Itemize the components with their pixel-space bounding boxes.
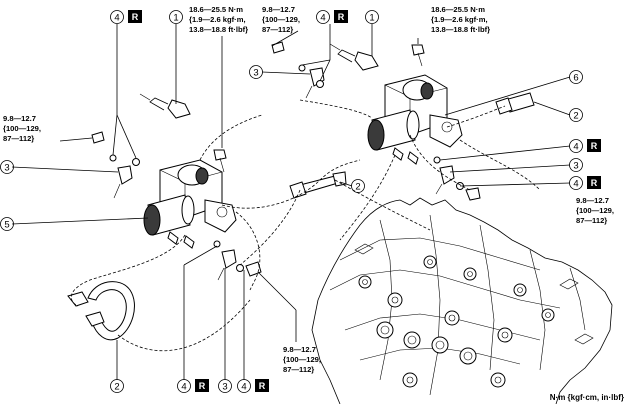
callout-2-center: 2 xyxy=(351,179,365,193)
callout-3-top: 3 xyxy=(249,65,263,79)
replace-mark: R xyxy=(199,381,206,391)
torque-line: 18.6—25.5 N·m xyxy=(189,5,243,14)
callout-4-top-left: 4 R xyxy=(110,10,142,24)
torque-line: 9.8—12.7 xyxy=(283,345,316,354)
callout-number: 2 xyxy=(114,382,119,393)
left-solenoid-assembly xyxy=(143,159,237,249)
torque-line: 87—112} xyxy=(3,134,34,143)
callout-5: 5 xyxy=(0,217,14,231)
callout-number: 2 xyxy=(573,111,578,122)
torque-line: 9.8—12.7 xyxy=(576,196,609,205)
callout-number: 4 xyxy=(573,179,578,190)
right-solenoid-assembly xyxy=(367,74,463,165)
torque-line: 87—112} xyxy=(262,25,293,34)
replace-mark: R xyxy=(338,12,345,22)
callout-number: 4 xyxy=(114,13,119,24)
callout-number: 3 xyxy=(253,68,258,79)
callout-4-top-middle: 4 R xyxy=(316,10,348,24)
torque-line: 87—112} xyxy=(283,365,314,374)
torque-line: 13.8—18.8 ft·lbf} xyxy=(189,25,248,34)
callout-1-right: 1 xyxy=(365,10,379,24)
banjo-fittings xyxy=(91,41,481,281)
pipe-center xyxy=(289,171,347,199)
right-connector-1 xyxy=(329,43,379,71)
torque-line: {1.9—2.6 kgf·m, xyxy=(431,15,488,24)
callout-number: 4 xyxy=(573,142,578,153)
torque-line: {1.9—2.6 kgf·m, xyxy=(189,15,246,24)
callout-number: 6 xyxy=(573,73,578,84)
callout-number: 3 xyxy=(4,163,9,174)
torque-label-right-bolt: 9.8—12.7 {100—129, 87—112} xyxy=(576,196,614,225)
torque-line: {100—129, xyxy=(3,124,41,133)
hose-loop-lower-left xyxy=(67,281,135,341)
pipe-right xyxy=(495,92,535,115)
torque-line: 9.8—12.7 xyxy=(262,5,295,14)
callout-number: 4 xyxy=(241,382,246,393)
routing-dashed-lines xyxy=(70,99,541,352)
callout-3-bottom: 3 xyxy=(218,379,232,393)
right-solenoid-bolt xyxy=(411,44,425,67)
callout-number: 3 xyxy=(222,382,227,393)
callout-number: 2 xyxy=(355,182,360,193)
torque-line: 18.6—25.5 N·m xyxy=(431,5,485,14)
left-solenoid-bolt xyxy=(213,149,227,173)
torque-line: {100—129, xyxy=(262,15,300,24)
torque-line: {100—129, xyxy=(576,206,614,215)
torque-line: {100—129, xyxy=(283,355,321,364)
unit-note: N·m {kgf·cm, in·lbf} xyxy=(550,393,624,402)
torque-label-right-solenoid: 18.6—25.5 N·m {1.9—2.6 kgf·m, 13.8—18.8 … xyxy=(431,5,490,34)
callout-number: 1 xyxy=(369,13,374,24)
left-connector-1 xyxy=(139,93,191,119)
torque-label-left-bolt: 9.8—12.7 {100—129, 87—112} xyxy=(3,114,41,143)
callout-3-left: 3 xyxy=(0,160,14,174)
replace-mark: R xyxy=(259,381,266,391)
callout-3-right: 3 xyxy=(569,158,583,172)
callout-number: 4 xyxy=(320,13,325,24)
callout-2-bottom: 2 xyxy=(110,379,124,393)
replace-mark: R xyxy=(591,178,598,188)
callout-4-bottom-right: 4 R xyxy=(237,379,269,393)
callout-number: 4 xyxy=(181,382,186,393)
torque-label-bottom-bolt: 9.8—12.7 {100—129, 87—112} xyxy=(283,345,321,374)
replace-mark: R xyxy=(591,141,598,151)
callout-4-right-upper: 4 R xyxy=(569,139,601,153)
callout-number: 3 xyxy=(573,161,578,172)
torque-label-left-solenoid: 18.6—25.5 N·m {1.9—2.6 kgf·m, 13.8—18.8 … xyxy=(189,5,248,34)
callout-4-bottom-left: 4 R xyxy=(177,379,209,393)
torque-line: 87—112} xyxy=(576,216,607,225)
callout-2-right: 2 xyxy=(569,108,583,122)
callout-number: 1 xyxy=(173,13,178,24)
torque-line: 9.8—12.7 xyxy=(3,114,36,123)
callout-1-left: 1 xyxy=(169,10,183,24)
callout-6: 6 xyxy=(569,70,583,84)
leader-lines xyxy=(11,24,571,380)
torque-label-top-bolt: 9.8—12.7 {100—129, 87—112} xyxy=(262,5,300,34)
callout-4-right-lower: 4 R xyxy=(569,176,601,190)
replace-mark: R xyxy=(132,12,139,22)
callout-number: 5 xyxy=(4,220,9,231)
transmission-case-illustration xyxy=(311,197,613,404)
torque-line: 13.8—18.8 ft·lbf} xyxy=(431,25,490,34)
